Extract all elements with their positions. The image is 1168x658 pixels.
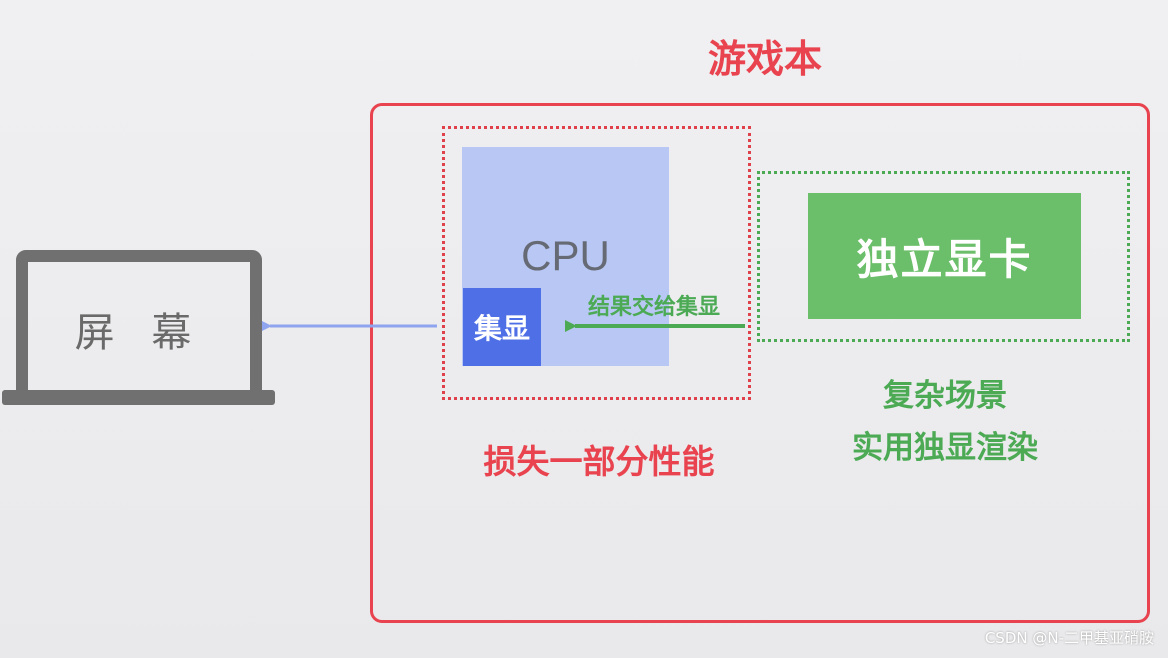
diagram-title: 游戏本 — [707, 37, 822, 81]
discrete-gpu-block: 独立显卡 — [808, 193, 1081, 319]
result-to-igpu-label: 结果交给集显 — [588, 295, 721, 320]
cpu-dotted-frame — [442, 126, 751, 400]
laptop-icon — [2, 250, 275, 405]
complex-scene-line1: 复杂场景 — [883, 378, 1007, 414]
complex-scene-line2: 实用独显渲染 — [852, 430, 1038, 466]
watermark: CSDN @N-二甲基亚硝胺 — [984, 629, 1154, 647]
gpu-dotted-frame — [757, 171, 1130, 342]
screen-label: 屏 幕 — [74, 310, 204, 356]
performance-loss-note: 损失一部分性能 — [483, 442, 715, 481]
complex-scene-note: 复杂场景 实用独显渲染 — [830, 370, 1060, 474]
cpu-label: CPU — [521, 232, 610, 279]
gaming-laptop-frame — [370, 103, 1150, 623]
integrated-gpu-block: 集显 — [463, 288, 541, 366]
